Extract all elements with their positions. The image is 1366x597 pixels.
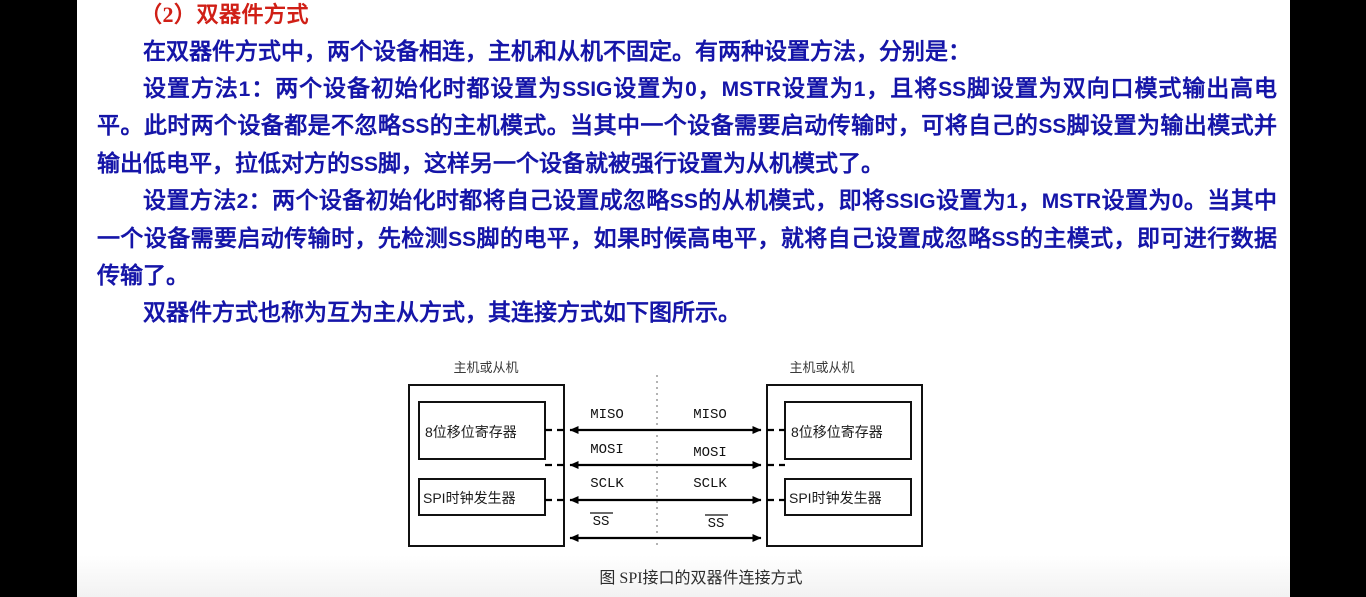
- cjk-run: 设置方法: [143, 188, 237, 213]
- cjk-run: ：两个设备初始化时都设置为: [250, 75, 563, 101]
- cjk-run: ，且将: [865, 75, 939, 101]
- cjk-run: ，: [696, 75, 722, 101]
- miso-label-right: MISO: [693, 407, 727, 423]
- slide-canvas: （2）双器件方式 在双器件方式中，两个设备相连，主机和从机不固定。有两种设置方法…: [77, 0, 1290, 597]
- cjk-run: 。当其中一个设备需要启动传输时，先检测: [97, 188, 1278, 251]
- right-spi-clock-label: SPI时钟发生器: [789, 490, 882, 506]
- cjk-run: ：两个设备初始化时都将自己设置成忽略: [248, 188, 670, 213]
- p-closing: 双器件方式也称为互为主从方式，其连接方式如下图所示。: [97, 295, 1277, 332]
- latin-run: 1: [853, 77, 866, 101]
- cjk-run: 设置为: [935, 188, 1007, 213]
- cjk-run: 的从机模式，即将: [697, 188, 886, 213]
- cjk-run: 脚的电平，如果时候高电平，就将自己设置成忽略: [476, 225, 992, 251]
- latin-run: SS: [350, 152, 379, 176]
- left-shift-register-label: 8位移位寄存器: [425, 424, 517, 440]
- cjk-run: 设置为: [612, 75, 686, 101]
- page-title: （2）双器件方式: [140, 2, 310, 27]
- latin-run: SSIG: [885, 190, 936, 213]
- cjk-run: 的主模式，即可进行数据传输了。: [97, 225, 1278, 289]
- latin-run: SSIG: [562, 77, 613, 101]
- cjk-run: 设置为: [781, 75, 854, 101]
- left-device-title: 主机或从机: [453, 360, 518, 375]
- mosi-label-left: MOSI: [590, 442, 624, 458]
- latin-run: MSTR: [1041, 190, 1102, 213]
- right-spi-clock-box: [784, 478, 912, 516]
- p-method-1: 设置方法1：两个设备初始化时都设置为SSIG设置为0，MSTR设置为1，且将SS…: [97, 71, 1277, 184]
- cjk-run: 在双器件方式中，两个设备相连，主机和从机不固定。有两种设置方法，分别是：: [143, 39, 971, 64]
- spi-dual-device-diagram: 主机或从机 主机或从机 8位移位寄存器 SPI时钟发生器 8位移位寄存器 SPI…: [77, 355, 1290, 597]
- latin-run: 1: [1006, 190, 1018, 213]
- p-intro: 在双器件方式中，两个设备相连，主机和从机不固定。有两种设置方法，分别是：: [97, 34, 1277, 71]
- right-shift-register-label: 8位移位寄存器: [791, 424, 883, 440]
- mosi-label-right: MOSI: [693, 445, 727, 461]
- right-device-title: 主机或从机: [789, 360, 854, 375]
- latin-run: 0: [1171, 190, 1184, 213]
- p-method-2: 设置方法2：两个设备初始化时都将自己设置成忽略SS的从机模式，即将SSIG设置为…: [97, 183, 1277, 295]
- figure-caption: 图 SPI接口的双器件连接方式: [599, 569, 802, 587]
- latin-run: SS: [401, 115, 430, 138]
- ss-label-right: SS: [708, 516, 725, 532]
- cjk-run: 脚，这样另一个设备就被强行设置为从机模式了。: [378, 150, 885, 176]
- sclk-label-left: SCLK: [590, 476, 624, 492]
- miso-label-left: MISO: [590, 407, 624, 423]
- latin-run: SS: [669, 190, 698, 213]
- latin-run: SS: [938, 77, 967, 101]
- cjk-run: 设置方法: [143, 75, 239, 101]
- left-spi-clock-label: SPI时钟发生器: [423, 490, 516, 506]
- latin-run: SS: [448, 227, 477, 251]
- sclk-label-right: SCLK: [693, 476, 727, 492]
- cjk-run: 双器件方式也称为互为主从方式，其连接方式如下图所示。: [143, 299, 741, 325]
- latin-run: 1: [238, 77, 251, 101]
- latin-run: MSTR: [721, 77, 782, 101]
- cjk-run: 设置为: [1101, 188, 1172, 213]
- ss-label-left: SS: [593, 514, 610, 530]
- left-spi-clock-box: [418, 478, 546, 516]
- latin-run: SS: [991, 227, 1020, 251]
- letterbox-bar-left: [0, 0, 77, 597]
- latin-run: 0: [685, 77, 697, 101]
- latin-run: 2: [236, 190, 249, 213]
- cjk-run: 脚设置为双向口模式输出高电平。此时两个设备都是不忽略: [97, 75, 1278, 139]
- cjk-run: 的主机模式。当其中一个设备需要启动传输时，可将自己的: [429, 113, 1039, 138]
- cjk-run: ，: [1017, 188, 1042, 213]
- left-shift-register-box: [418, 401, 546, 460]
- body-text-block: 在双器件方式中，两个设备相连，主机和从机不固定。有两种设置方法，分别是： 设置方法…: [97, 34, 1277, 331]
- latin-run: SS: [1038, 115, 1067, 138]
- letterbox-bar-right: [1290, 0, 1366, 597]
- cjk-run: 脚设置为输出模式并输出低电平，拉低对方的: [97, 113, 1278, 176]
